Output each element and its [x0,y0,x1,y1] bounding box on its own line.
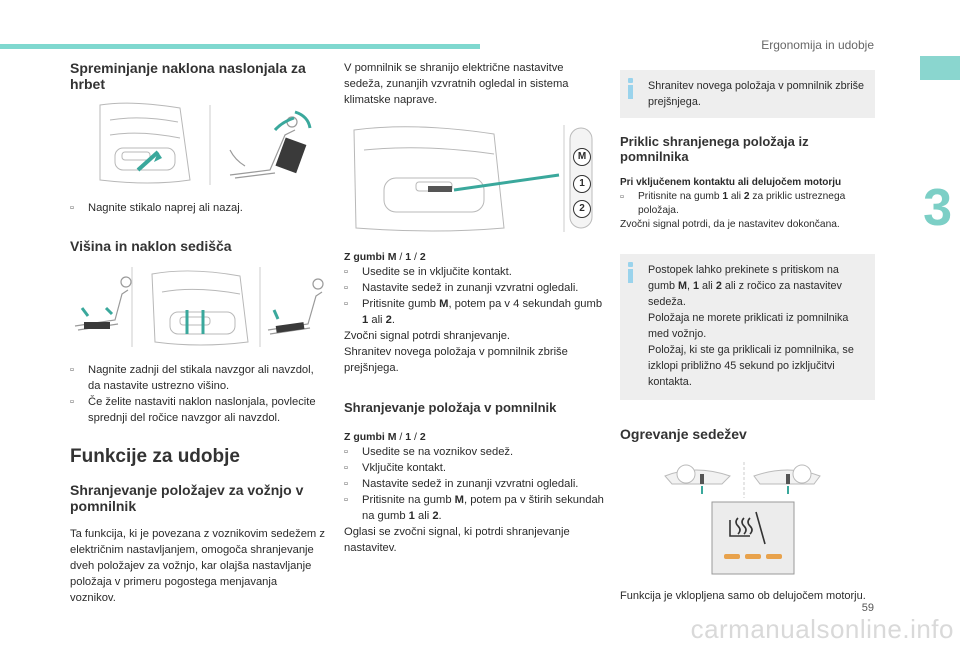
memory-buttons-illustration: M 1 2 [344,120,604,236]
recall-block: Pri vključenem kontaktu ali delujočem mo… [620,176,875,232]
heading-memory-store: Shranjevanje položajev za vožnjo v pomni… [70,482,304,514]
column-middle: V pomnilnik se shranijo električne nasta… [344,60,604,556]
backrest-seat-icon [99,102,312,185]
list-item: Nagnite zadnji del stikala navzgor ali n… [70,362,325,394]
heading-store-position: Shranjevanje položaja v pomnilnik [344,400,557,415]
heading-recall: Priklic shranjenega položaja iz pomnilni… [620,134,809,164]
list-item: Usedite se in vključite kontakt. [344,264,604,280]
button-title: Z gumbi M / 1 / 2 [344,251,426,263]
recall-steps: Pritisnite na gumb 1 ali 2 za priklic us… [620,190,875,218]
memory-button-2[interactable]: 2 [573,200,591,218]
list-item: Pritisnite na gumb M, potem pa v štirih … [344,492,604,524]
list-item: Če želite nastaviti naklon naslonjala, p… [70,394,325,426]
column-left: Spreminjanje naklona naslonjala za hrbet [70,60,325,606]
memory-overwrite: Shranitev novega položaja v pomnilnik zb… [344,346,568,374]
page-number: 59 [861,602,874,614]
recall-condition: Pri vključenem kontaktu ali delujočem mo… [620,177,842,188]
list-item: Nagnite stikalo naprej ali nazaj. [70,200,325,216]
list-item: Pritisnite na gumb 1 ali 2 za priklic us… [620,190,875,218]
memory-block: Z gumbi M / 1 / 2 Usedite se in vključit… [344,250,604,376]
button-title: Z gumbi M / 1 / 2 [344,431,426,443]
heading-comfort-functions: Funkcije za udobje [70,446,240,467]
heading-seat-heating: Ogrevanje sedežev [620,426,747,442]
chapter-tab [920,56,960,80]
list-item: Vključite kontakt. [344,460,604,476]
heating-note: Funkcija je vklopljena samo ob delujočem… [620,590,866,602]
info-box-recall: Postopek lahko prekinete s pritiskom na … [620,254,875,400]
seat-memory-icon [353,125,593,232]
header-accent-bar [0,44,480,49]
seat-height-illustration [70,264,325,348]
seat-height-bullets: Nagnite zadnji del stikala navzgor ali n… [70,362,325,426]
list-item: Nastavite sedež in zunanji vzvratni ogle… [344,280,604,296]
memory-button-1[interactable]: 1 [573,175,591,193]
heading-backrest-tilt: Spreminjanje naklona naslonjala za hrbet [70,60,306,92]
heading-seat-height: Višina in naklon sedišča [70,238,232,254]
memory-button-m[interactable]: M [573,148,591,166]
recall-confirm: Zvočni signal potrdi, da je nastavitev d… [620,219,840,230]
list-item: Pritisnite gumb M, potem pa v 4 sekundah… [344,296,604,328]
seat-heating-illustration [620,458,875,576]
list-item: Usedite se na voznikov sedež. [344,444,604,460]
info-icon [628,262,634,284]
watermark: carmanualsonline.info [690,614,954,644]
memory-intro: V pomnilnik se shranijo električne nasta… [344,62,569,106]
seat-heating-icon [664,462,821,575]
store-block: Z gumbi M / 1 / 2 Usedite se na voznikov… [344,430,604,556]
chapter-title: Ergonomija in udobje [761,38,874,52]
info-box-overwrite: Shranitev novega položaja v pomnilnik zb… [620,70,875,118]
store-steps: Usedite se na voznikov sedež. Vključite … [344,444,604,524]
info-icon [628,78,634,100]
store-confirm: Oglasi se zvočni signal, ki potrdi shran… [344,526,570,554]
seat-height-icon [74,267,324,347]
memory-confirm: Zvočni signal potrdi shranjevanje. [344,330,511,342]
memory-description: Ta funkcija, ki je povezana z voznikovim… [70,528,325,604]
chapter-number: 3 [923,179,952,237]
memory-steps: Usedite se in vključite kontakt. Nastavi… [344,264,604,328]
backrest-bullets: Nagnite stikalo naprej ali nazaj. [70,200,325,216]
column-right: Shranitev novega položaja v pomnilnik zb… [620,70,875,604]
backrest-illustration [70,100,325,188]
list-item: Nastavite sedež in zunanji vzvratni ogle… [344,476,604,492]
